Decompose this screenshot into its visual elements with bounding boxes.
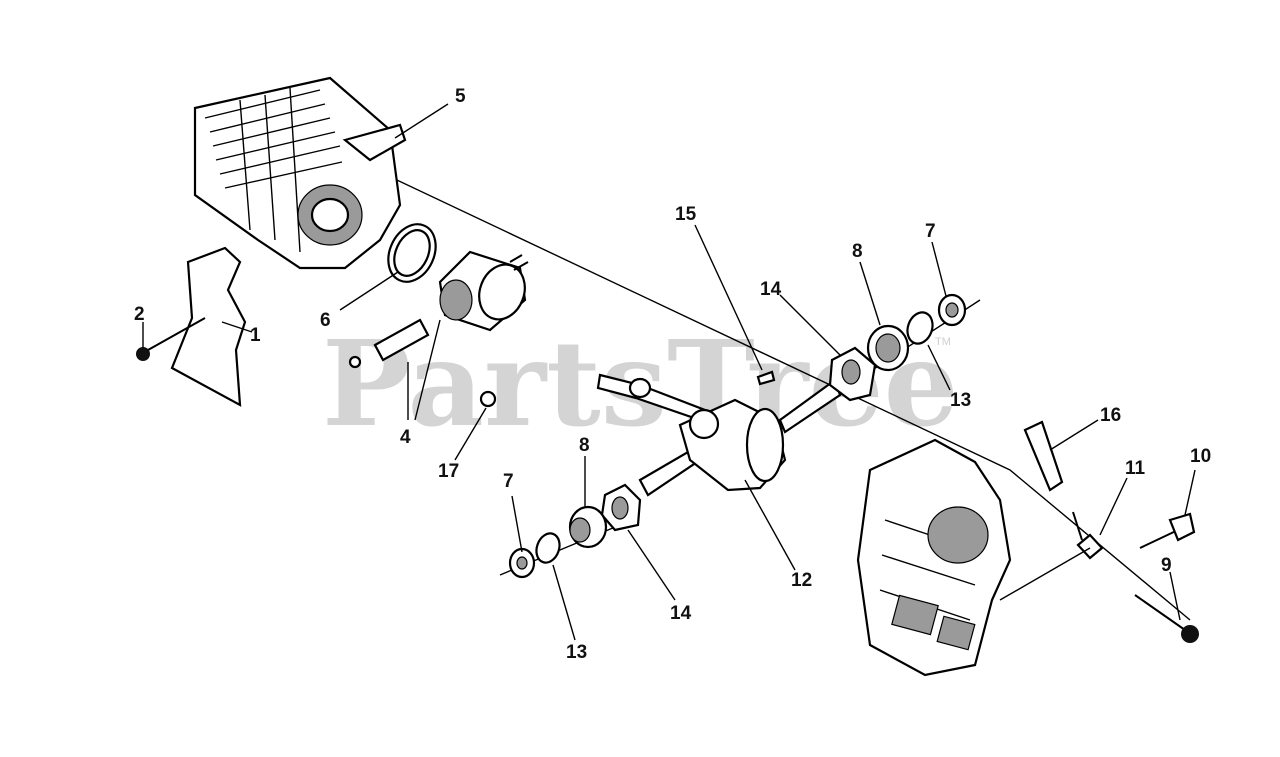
watermark-trademark: TM bbox=[935, 336, 951, 348]
assembly-axis-line bbox=[379, 171, 1191, 621]
callout-5: 5 bbox=[455, 86, 466, 107]
ring-right bbox=[906, 311, 934, 345]
callout-11: 11 bbox=[1125, 458, 1146, 479]
impulse-tube bbox=[1023, 420, 1064, 492]
seal-left bbox=[600, 483, 642, 532]
crankcase bbox=[856, 438, 1012, 677]
callout-4: 4 bbox=[400, 427, 411, 448]
bolt-9 bbox=[1134, 594, 1199, 643]
leader-lines bbox=[142, 103, 1196, 641]
gasket bbox=[170, 246, 247, 407]
callout-14a: 14 bbox=[670, 603, 692, 624]
piston bbox=[438, 250, 529, 332]
callout-15: 15 bbox=[675, 204, 697, 225]
crankshaft bbox=[638, 378, 842, 497]
callout-7a: 7 bbox=[503, 471, 514, 492]
callout-6: 6 bbox=[320, 310, 331, 331]
screw bbox=[136, 317, 206, 361]
cylinder bbox=[193, 76, 407, 270]
callout-16: 16 bbox=[1100, 405, 1121, 426]
ring-left bbox=[535, 532, 561, 564]
callout-13b: 13 bbox=[950, 390, 971, 411]
key bbox=[756, 370, 776, 386]
callout-10: 10 bbox=[1190, 446, 1211, 467]
bolt-10 bbox=[1139, 512, 1196, 549]
bearing-right bbox=[866, 324, 910, 372]
callout-9: 9 bbox=[1161, 555, 1172, 576]
fitting bbox=[1072, 511, 1104, 560]
nut-right bbox=[937, 293, 967, 327]
callout-2: 2 bbox=[134, 304, 145, 325]
wrist-pin bbox=[348, 318, 430, 369]
seal-right bbox=[828, 346, 877, 402]
callout-8b: 8 bbox=[852, 241, 863, 262]
callout-1: 1 bbox=[250, 325, 261, 346]
callout-12: 12 bbox=[791, 570, 812, 591]
callout-7b: 7 bbox=[925, 221, 936, 242]
bearing-left bbox=[568, 505, 608, 549]
piston-ring bbox=[387, 223, 437, 283]
callout-13a: 13 bbox=[566, 642, 587, 663]
clip bbox=[479, 390, 497, 408]
callout-17: 17 bbox=[438, 461, 459, 482]
callout-8a: 8 bbox=[579, 435, 590, 456]
callout-14b: 14 bbox=[760, 279, 782, 300]
nut-left bbox=[508, 547, 536, 579]
